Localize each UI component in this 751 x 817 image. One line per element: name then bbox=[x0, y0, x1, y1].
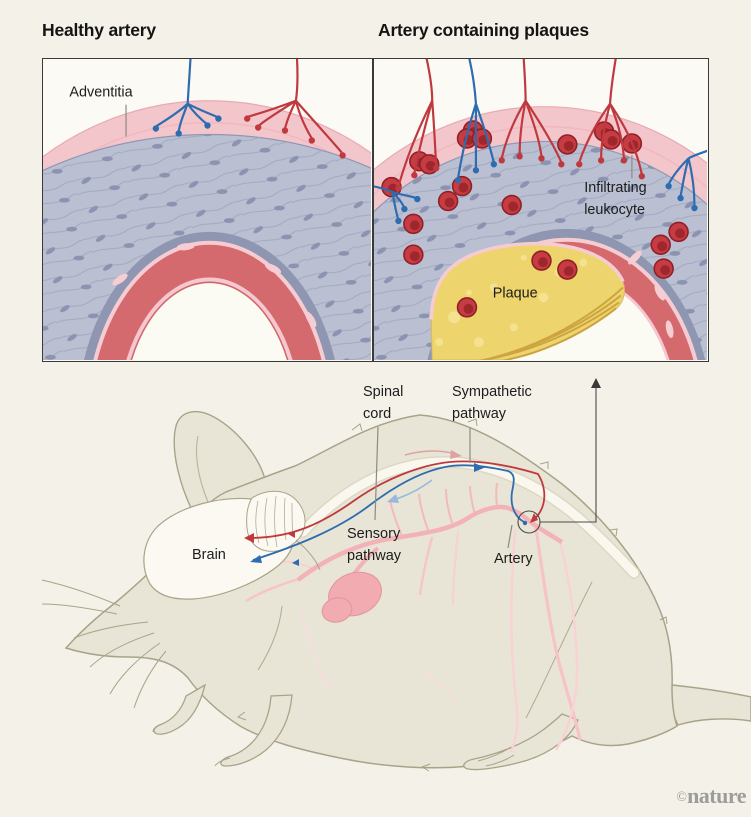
artery-tree bbox=[245, 482, 582, 753]
artery-leader-line bbox=[507, 524, 513, 549]
sympathetic-pathway-label-line2: pathway bbox=[452, 406, 507, 422]
healthy-artery-panel: Adventitia bbox=[42, 58, 373, 362]
adventitia-label: Adventitia bbox=[69, 85, 132, 101]
nature-credit: ©nature bbox=[676, 783, 746, 809]
plaque-artery-panel: Infiltrating leukocyte Plaque bbox=[373, 58, 709, 362]
sympathetic-pathway-label-line1: Sympathetic bbox=[452, 384, 532, 400]
sensory-pathway-line bbox=[250, 463, 528, 566]
sensory-pathway-label-line2: pathway bbox=[347, 548, 402, 564]
connector-line bbox=[540, 386, 597, 523]
plaque-artery-title: Artery containing plaques bbox=[378, 20, 589, 40]
up-arrow bbox=[591, 378, 601, 388]
plaque-artery-illustration: Infiltrating leukocyte Plaque bbox=[374, 59, 707, 360]
spinal-cord-band bbox=[297, 455, 640, 579]
fur-marks bbox=[236, 418, 668, 772]
sensory-nerve-fibres bbox=[374, 59, 707, 225]
fibrous-cap bbox=[477, 286, 624, 360]
brain bbox=[143, 490, 321, 600]
artery-label: Artery bbox=[494, 551, 533, 567]
healthy-artery-title: Healthy artery bbox=[42, 20, 156, 40]
spinal-sensory-leader-line bbox=[374, 426, 379, 521]
mouse-diagram: Spinal cord Sympathetic pathway Sensory … bbox=[0, 370, 751, 812]
sensory-pathway-label-line1: Sensory bbox=[347, 526, 401, 542]
spinal-cord-label-line2: cord bbox=[363, 406, 391, 422]
nature-wordmark: nature bbox=[687, 783, 746, 808]
mouse-illustration: Spinal cord Sympathetic pathway Sensory … bbox=[41, 378, 751, 772]
brain-label: Brain bbox=[192, 547, 226, 563]
copyright-symbol: © bbox=[676, 790, 688, 805]
infiltrating-leukocyte-label-line1: Infiltrating bbox=[584, 180, 646, 196]
mouse-tail bbox=[669, 684, 751, 726]
infiltrating-leukocyte-label-line2: leukocyte bbox=[584, 202, 645, 218]
spinal-cord-label-line1: Spinal bbox=[363, 384, 403, 400]
mouse-ear-inner-line bbox=[195, 435, 209, 503]
sensory-nerve-fibre bbox=[152, 59, 222, 137]
mouse-legs bbox=[153, 683, 579, 771]
sympathetic-pathway-line bbox=[244, 460, 546, 543]
plaque-label: Plaque bbox=[493, 285, 538, 301]
healthy-artery-illustration: Adventitia bbox=[43, 59, 371, 360]
direction-arrows bbox=[387, 450, 462, 503]
sympathetic-nerve-fibre bbox=[244, 59, 346, 159]
brainstem bbox=[295, 539, 321, 571]
heart bbox=[321, 571, 382, 623]
sympathetic-nerve-fibres bbox=[395, 59, 646, 192]
toe-lines bbox=[152, 723, 515, 767]
lumen bbox=[126, 277, 293, 360]
whiskers bbox=[41, 579, 167, 709]
